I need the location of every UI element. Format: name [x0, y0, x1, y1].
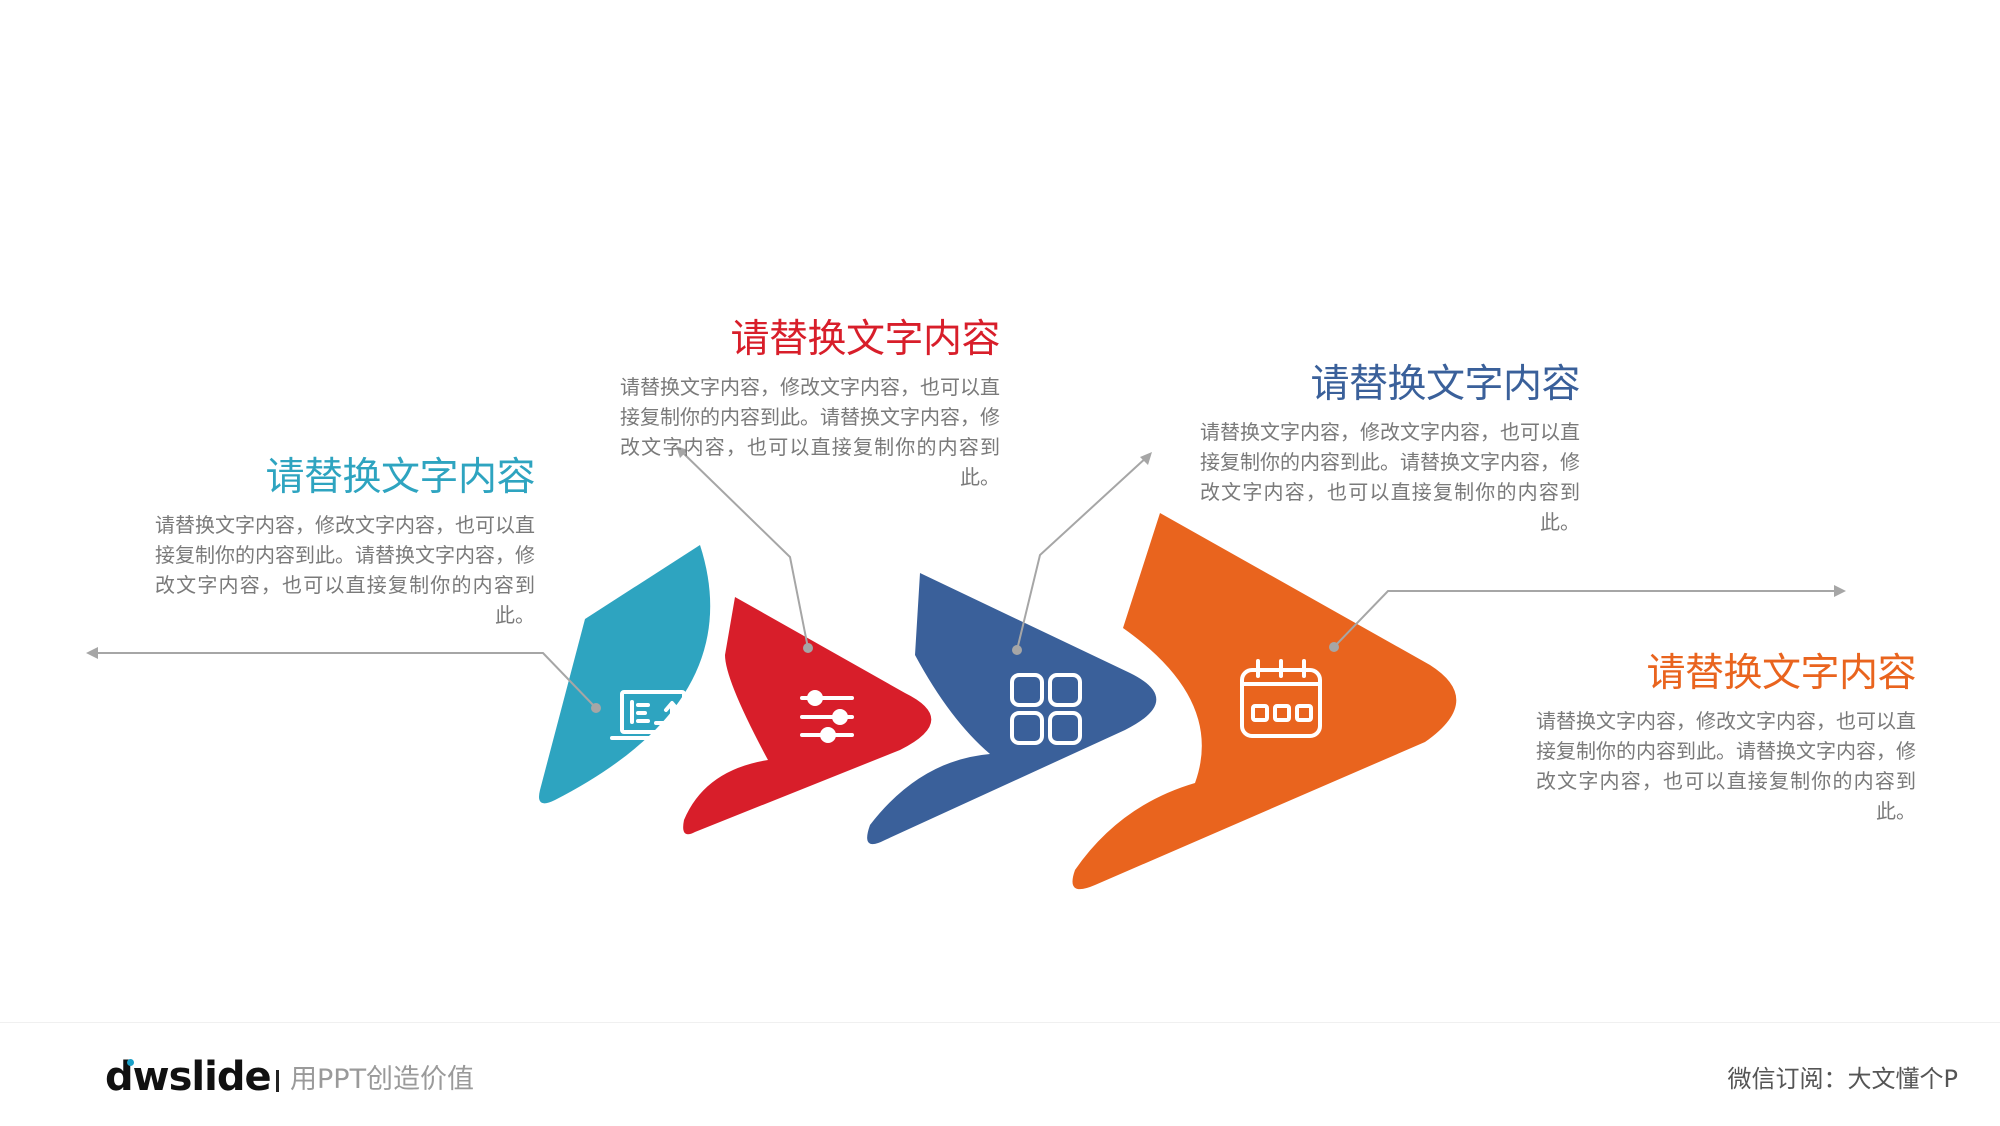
sliders-icon — [800, 690, 854, 743]
laptop-chart-icon — [610, 690, 692, 740]
calendar-icon — [1240, 659, 1322, 738]
connector-2 — [676, 446, 813, 653]
arrow-shape-3 — [867, 573, 1157, 845]
step-1-text: 请替换文字内容 请替换文字内容，修改文字内容，也可以直接复制你的内容到此。请替换… — [155, 454, 536, 630]
connector-3 — [1012, 452, 1152, 655]
step-1-body: 请替换文字内容，修改文字内容，也可以直接复制你的内容到此。请替换文字内容，修改文… — [155, 513, 535, 627]
arrow-shape-1 — [539, 545, 711, 804]
tagline: 用PPT创造价值 — [290, 1064, 475, 1095]
step-3-text: 请替换文字内容 请替换文字内容，修改文字内容，也可以直接复制你的内容到此。请替换… — [1200, 361, 1581, 537]
logo-separator — [276, 1070, 279, 1092]
footer: dwslide 用PPT创造价值 微信订阅：大文懂个P — [0, 1022, 2000, 1126]
grid-icon — [1010, 673, 1082, 745]
connector-1 — [86, 647, 601, 713]
step-2-body: 请替换文字内容，修改文字内容，也可以直接复制你的内容到此。请替换文字内容，修改文… — [620, 375, 1000, 489]
step-3-body: 请替换文字内容，修改文字内容，也可以直接复制你的内容到此。请替换文字内容，修改文… — [1200, 420, 1580, 534]
step-1-title: 请替换文字内容 — [265, 455, 535, 500]
step-3-title: 请替换文字内容 — [1310, 362, 1580, 407]
wechat-subscription: 微信订阅：大文懂个P — [1727, 1065, 1958, 1093]
step-4-body: 请替换文字内容，修改文字内容，也可以直接复制你的内容到此。请替换文字内容，修改文… — [1536, 709, 1916, 823]
step-2-text: 请替换文字内容 请替换文字内容，修改文字内容，也可以直接复制你的内容到此。请替换… — [620, 316, 1001, 492]
connector-4 — [1329, 585, 1846, 652]
arrow-shape-4 — [1072, 513, 1457, 890]
step-2-title: 请替换文字内容 — [730, 317, 1000, 362]
step-4-text: 请替换文字内容 请替换文字内容，修改文字内容，也可以直接复制你的内容到此。请替换… — [1536, 650, 1917, 826]
step-4-title: 请替换文字内容 — [1646, 651, 1916, 696]
logo-dot — [127, 1059, 134, 1066]
